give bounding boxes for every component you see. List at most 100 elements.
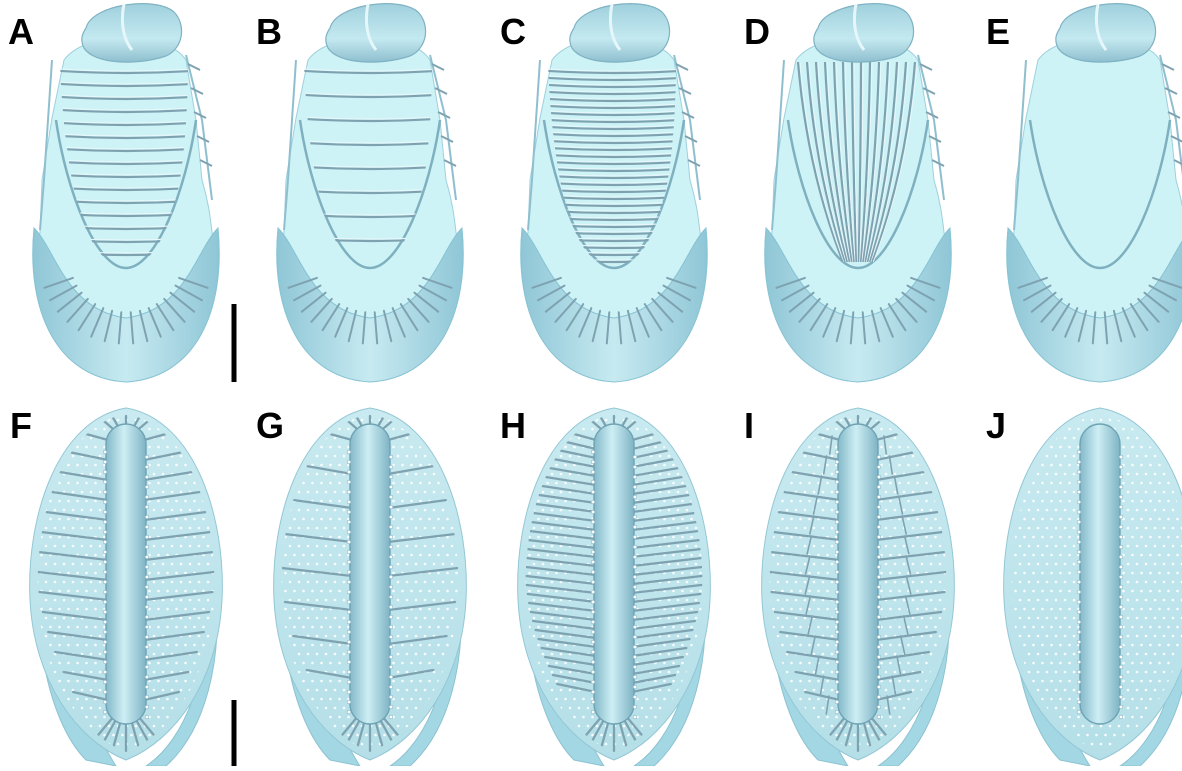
tube-pore [591, 530, 595, 534]
tube-pore [103, 570, 107, 574]
flange-ridge [1171, 136, 1182, 142]
tube-pore [1119, 715, 1123, 719]
tube-pore [633, 535, 637, 539]
tube-pore [103, 560, 107, 564]
tube-pore [347, 490, 351, 494]
tube-pore [103, 490, 107, 494]
flange-ridge [688, 160, 700, 166]
tube-pore [1119, 705, 1123, 709]
tube-pore [389, 535, 393, 539]
tube-pore [633, 485, 637, 489]
tube-pore [877, 715, 881, 719]
panel-label-d: D [744, 14, 770, 50]
tube-pore [389, 525, 393, 529]
tube-pore [103, 610, 107, 614]
flange-ridge [191, 88, 203, 94]
tube-pore [103, 710, 107, 714]
tube-pore [591, 700, 595, 704]
tube-pore [103, 480, 107, 484]
tube-pore [389, 555, 393, 559]
tube-pore [145, 585, 149, 589]
tube-pore [103, 460, 107, 464]
tube-pore [591, 540, 595, 544]
tube-pore [103, 620, 107, 624]
tube-pore [145, 515, 149, 519]
tube-pore [347, 640, 351, 644]
flange-ridge [197, 136, 209, 142]
tube-pore [145, 695, 149, 699]
tube-pore [1077, 550, 1081, 554]
tube-pore [633, 605, 637, 609]
tube-pore [835, 450, 839, 454]
tube-pore [633, 545, 637, 549]
tube-pore [145, 655, 149, 659]
tube-pore [103, 660, 107, 664]
tube-pore [103, 450, 107, 454]
tube-pore [591, 620, 595, 624]
tube-pore [877, 485, 881, 489]
tube-pore [877, 605, 881, 609]
tube-pore [347, 500, 351, 504]
tube-pore [1077, 640, 1081, 644]
panel-label-h: H [500, 408, 526, 444]
tube-pore [103, 600, 107, 604]
tube-pore [633, 595, 637, 599]
flange-ridge [1165, 88, 1177, 94]
tube-pore [347, 610, 351, 614]
tube-pore [347, 590, 351, 594]
tube-pore [633, 645, 637, 649]
tube-pore [1077, 690, 1081, 694]
tube-pore [1077, 450, 1081, 454]
tube-pore [835, 680, 839, 684]
tube-pore [145, 715, 149, 719]
tube-pore [347, 520, 351, 524]
tube-pore [145, 455, 149, 459]
tube-pore [1119, 595, 1123, 599]
model-inner-7 [518, 408, 711, 766]
tube-pore [389, 505, 393, 509]
tube-pore [103, 650, 107, 654]
tube-pore [835, 510, 839, 514]
tube-pore [103, 550, 107, 554]
head-cap [326, 4, 426, 62]
tube-pore [389, 515, 393, 519]
tube-pore [591, 590, 595, 594]
tube-pore [877, 695, 881, 699]
tube-pore [835, 590, 839, 594]
flange-ridge [923, 88, 935, 94]
tube-pore [103, 510, 107, 514]
tube-pore [1119, 685, 1123, 689]
tube-pore [591, 710, 595, 714]
model-inner-6 [274, 408, 467, 766]
tube-pore [591, 580, 595, 584]
tube-pore [1119, 675, 1123, 679]
tube-pore [145, 635, 149, 639]
tube-pore [633, 625, 637, 629]
tube-pore [877, 645, 881, 649]
tube-pore [1119, 465, 1123, 469]
tube-pore [591, 560, 595, 564]
tube-pore [389, 625, 393, 629]
tube-pore [1077, 680, 1081, 684]
tube-pore [103, 580, 107, 584]
tube-pore [877, 465, 881, 469]
tube-pore [347, 510, 351, 514]
flange-ridge [929, 136, 941, 142]
tube-pore [591, 510, 595, 514]
tube-pore [389, 615, 393, 619]
tube-pore [633, 465, 637, 469]
tube-pore [633, 475, 637, 479]
tube-pore [389, 665, 393, 669]
tube-pore [347, 710, 351, 714]
model-top-4 [1007, 4, 1182, 382]
tube-pore [633, 495, 637, 499]
tube-pore [835, 480, 839, 484]
tube-pore [145, 575, 149, 579]
tube-pore [1077, 650, 1081, 654]
tube-pore [835, 540, 839, 544]
tube-pore [103, 680, 107, 684]
tube-pore [1119, 645, 1123, 649]
tube-pore [835, 470, 839, 474]
tube-pore [1077, 670, 1081, 674]
